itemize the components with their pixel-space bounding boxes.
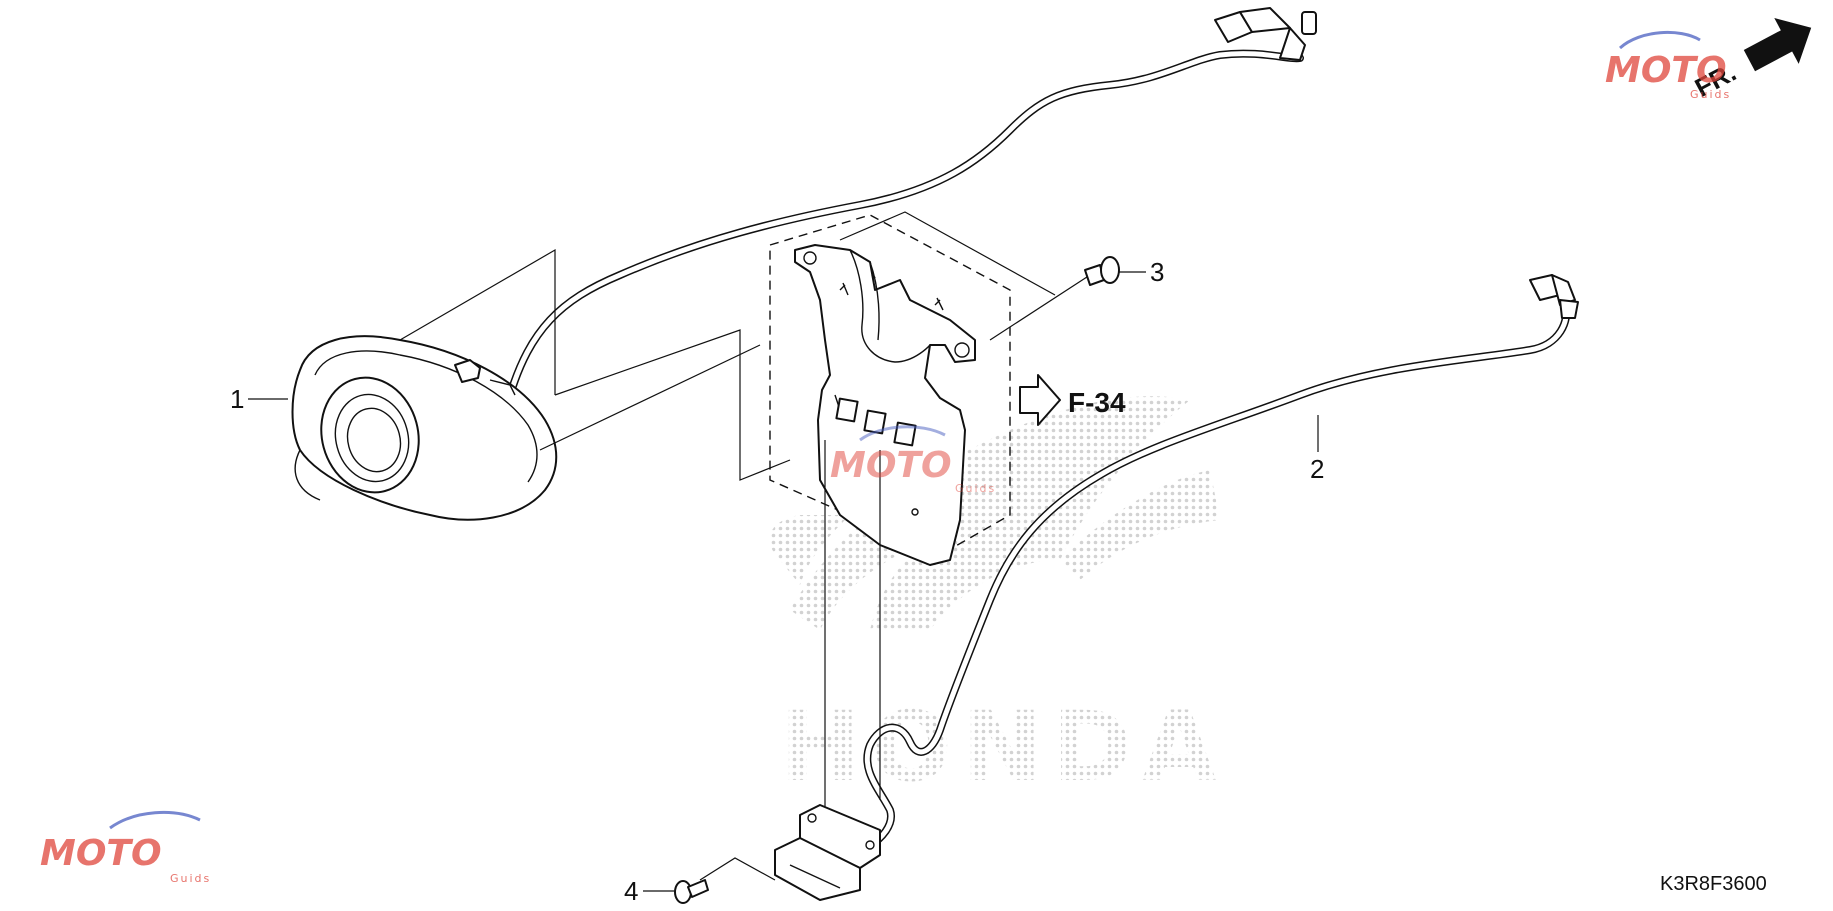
svg-text:4: 4	[624, 876, 638, 906]
light-unit-part-1	[291, 335, 558, 521]
callout-2: 2	[1310, 415, 1324, 484]
upper-wire-harness	[506, 7, 1317, 399]
svg-text:Guids: Guids	[1690, 88, 1731, 101]
svg-text:Guids: Guids	[170, 872, 211, 885]
reference-f34: F-34	[1019, 374, 1126, 426]
watermark-center: MOTO Guids	[830, 425, 996, 495]
svg-text:MOTO: MOTO	[40, 833, 162, 874]
callout-4: 4	[624, 876, 674, 906]
svg-text:1: 1	[230, 384, 244, 414]
part-code: K3R8F3600	[1660, 873, 1767, 895]
watermark-top-right: MOTO Guids	[1605, 30, 1731, 101]
honda-background-logo: HONDA	[769, 396, 1226, 803]
svg-text:3: 3	[1150, 257, 1164, 287]
reference-arrow-icon	[1019, 374, 1061, 426]
screw-part-4	[674, 879, 709, 904]
sensor-unit	[699, 440, 881, 901]
honda-watermark-text: HONDA	[780, 691, 1226, 803]
callout-3: 3	[1118, 257, 1164, 287]
screw-part-3	[871, 256, 1120, 341]
license-bracket	[769, 211, 1056, 566]
front-arrow-icon	[1743, 17, 1812, 72]
lower-wire-harness-part-2	[863, 274, 1579, 849]
svg-text:MOTO: MOTO	[830, 445, 952, 486]
callout-1: 1	[230, 384, 288, 414]
svg-text:F-34: F-34	[1068, 387, 1126, 418]
svg-text:2: 2	[1310, 454, 1324, 484]
watermark-bottom-left: MOTO Guids	[40, 810, 211, 885]
lower-connector	[1529, 274, 1579, 319]
svg-text:MOTO: MOTO	[1605, 50, 1727, 91]
upper-connector	[1214, 7, 1317, 61]
svg-text:Guids: Guids	[955, 482, 996, 495]
